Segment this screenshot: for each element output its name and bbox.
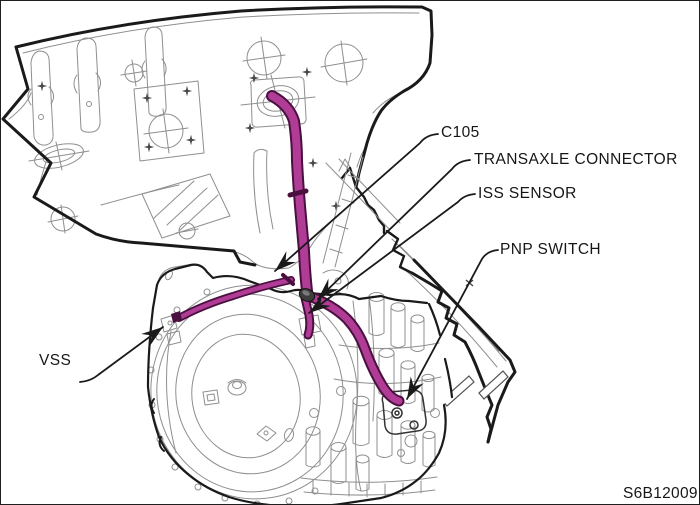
firewall-panel-details bbox=[8, 12, 420, 270]
leader-transaxle-connector bbox=[317, 159, 471, 300]
leader-pnp-switch bbox=[406, 249, 499, 400]
label-pnp-switch: PNP SWITCH bbox=[500, 241, 602, 258]
firewall-panel-outline bbox=[1, 5, 434, 267]
transaxle-outline bbox=[146, 263, 454, 504]
figure-code: S6B12009 bbox=[623, 485, 698, 502]
leader-iss-sensor bbox=[308, 193, 476, 314]
leader-vss bbox=[79, 326, 164, 383]
firewall-panel bbox=[1, 5, 434, 270]
wiring-harness bbox=[171, 90, 405, 407]
transaxle-assembly bbox=[146, 263, 454, 504]
label-vss: VSS bbox=[39, 352, 72, 369]
c105-connector bbox=[281, 273, 295, 286]
label-transaxle-connector: TRANSAXLE CONNECTOR bbox=[474, 151, 678, 168]
label-c105: C105 bbox=[441, 124, 480, 141]
leader-lines bbox=[79, 133, 499, 400]
label-iss-sensor: ISS SENSOR bbox=[478, 185, 577, 202]
leader-c105 bbox=[274, 133, 439, 272]
